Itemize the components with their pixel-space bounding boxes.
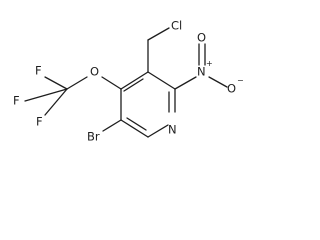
bond-c5-br — [102, 119, 122, 132]
bond-cf3-f-top — [44, 76, 68, 90]
bond-c3-c4 — [120, 71, 149, 90]
nitro-nitrogen-atom-label: N — [197, 65, 206, 79]
nitro-oxygen-atom-label-right: O — [227, 82, 236, 96]
fluorine-atom-label-bottom: F — [36, 115, 43, 129]
chlorine-atom-label: Cl — [171, 19, 182, 33]
bond-c5-c6-inner — [126, 117, 147, 131]
bond-c2-c3 — [147, 71, 176, 90]
chemical-structure: Cl O F F F N + O O − N Br — [13, 19, 244, 144]
bond-cf3-f-left — [24, 88, 68, 102]
fluorine-atom-label-top: F — [35, 64, 42, 78]
ring-nitrogen-atom-label: N — [168, 123, 177, 137]
ether-oxygen-atom-label: O — [90, 65, 99, 79]
bond-c6-n1 — [147, 124, 169, 138]
bond-nitro-n-o-right — [208, 76, 228, 88]
bond-c4-o — [101, 76, 122, 90]
bond-c3-c4-inner — [123, 78, 144, 92]
bond-c5-c6 — [120, 119, 149, 138]
nitro-oxygen-atom-label-top: O — [197, 31, 206, 45]
bromine-atom-label: Br — [87, 130, 100, 144]
bond-ch2-cl — [147, 27, 170, 41]
fluorine-atom-label-left: F — [13, 94, 20, 108]
bond-c2-nitro-n — [174, 76, 197, 90]
nitro-nitrogen-positive-charge: + — [206, 59, 213, 68]
bond-o-cf3 — [66, 76, 88, 90]
nitro-oxygen-negative-charge: − — [237, 76, 244, 85]
bond-cf3-f-bottom — [44, 88, 68, 116]
pyridine-ring — [120, 71, 176, 138]
